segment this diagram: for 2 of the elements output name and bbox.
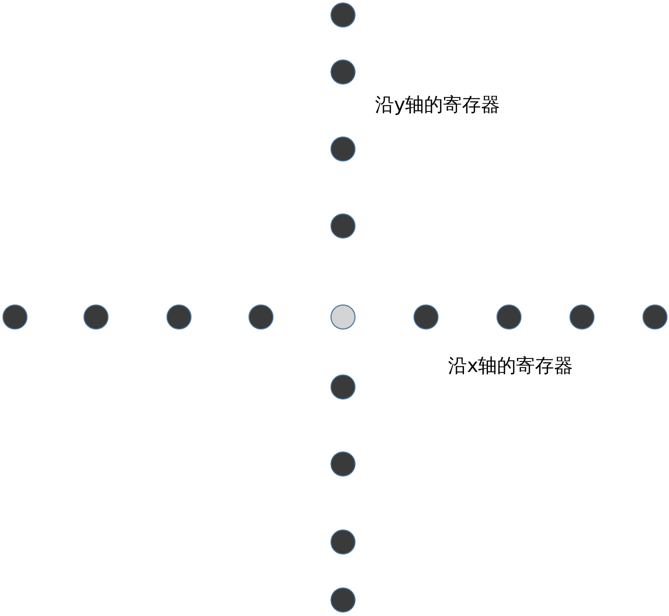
axis-label: 沿x轴的寄存器 bbox=[448, 354, 574, 379]
axis-label: 沿y轴的寄存器 bbox=[375, 93, 500, 118]
